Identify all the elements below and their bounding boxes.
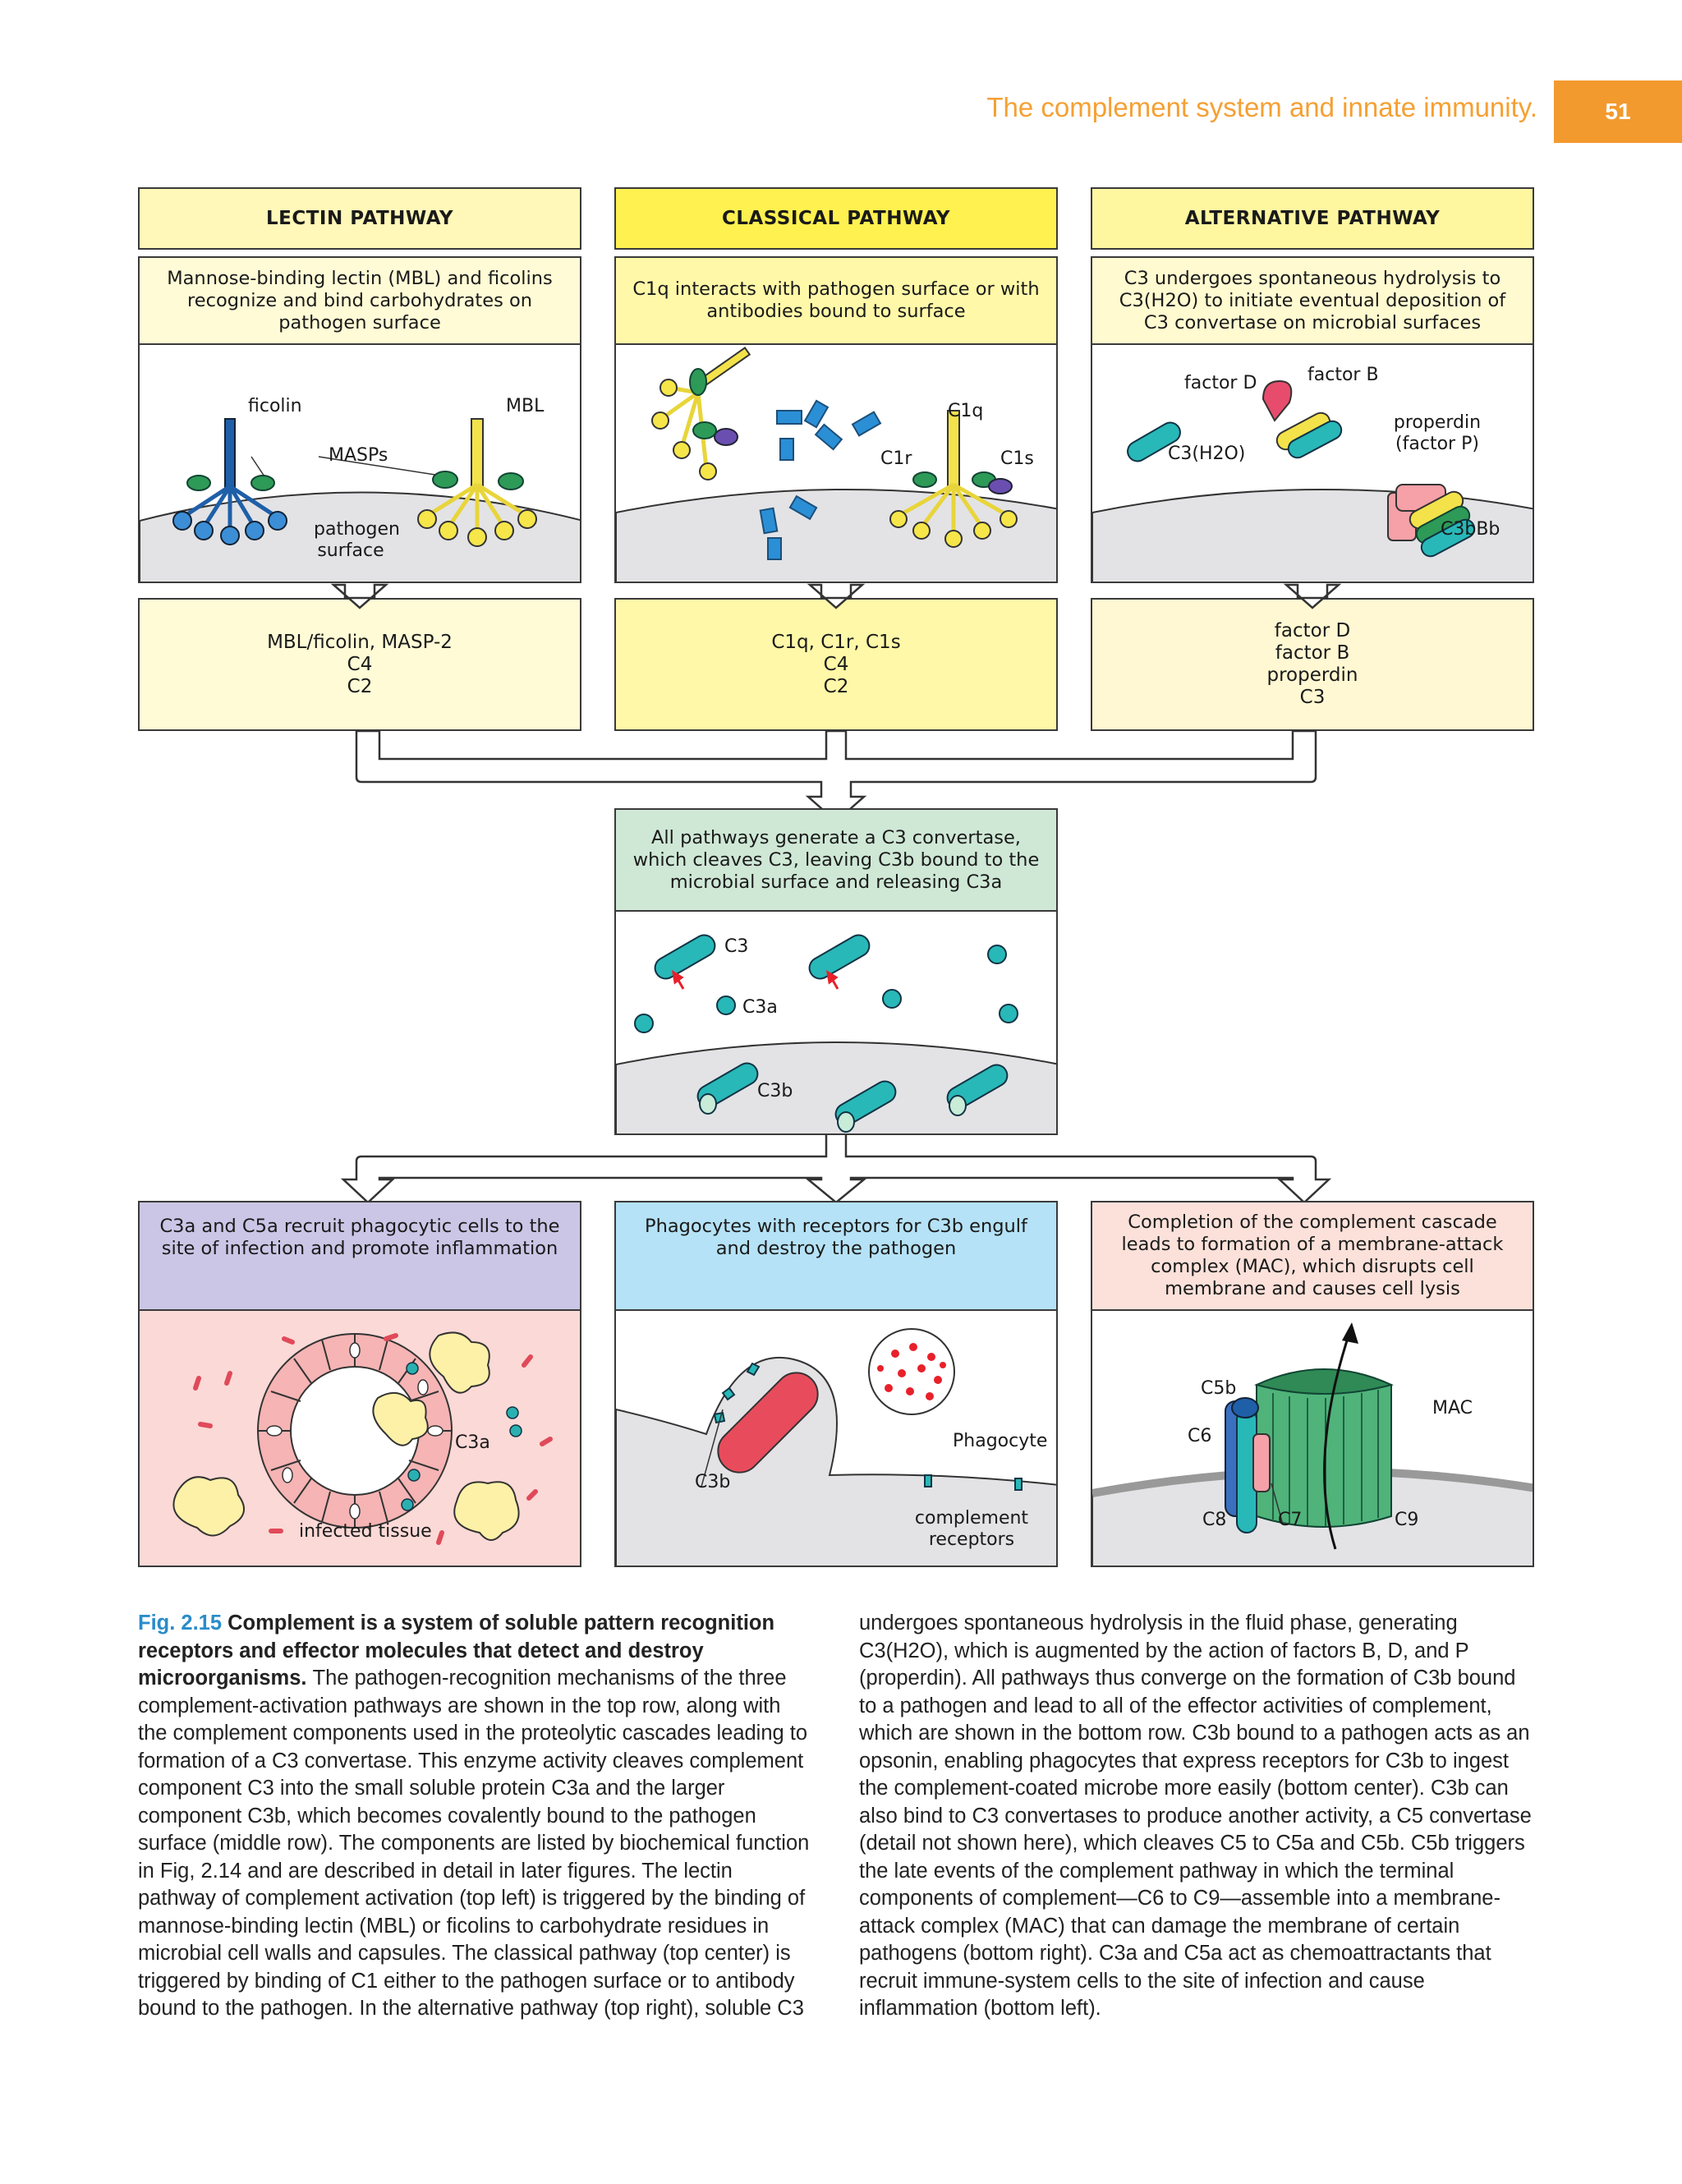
ficolin-molecule bbox=[172, 418, 287, 545]
bound-c1-complex bbox=[889, 410, 1018, 548]
alternative-components: factor D factor B properdin C3 bbox=[1091, 598, 1534, 731]
infected-tissue-ring bbox=[257, 1333, 453, 1529]
lectin-illustration: ficolin MBL MASPs pathogen surface bbox=[138, 343, 581, 583]
free-c1q-molecule bbox=[651, 347, 751, 480]
factor-d-shape bbox=[1262, 379, 1293, 422]
c1s-label: C1s bbox=[1000, 448, 1034, 469]
factor-b-shape bbox=[1275, 412, 1343, 459]
pathogen-bacterium bbox=[717, 1372, 819, 1474]
c3-label: C3 bbox=[724, 936, 749, 957]
complement-receptors-label: complement receptors bbox=[914, 1508, 1029, 1550]
classical-component-3: C2 bbox=[823, 675, 849, 697]
alternative-component-1: factor D bbox=[1274, 620, 1351, 641]
inflammation-description: C3a and C5a recruit phagocytic cells to … bbox=[138, 1201, 581, 1311]
alternative-component-2: factor B bbox=[1275, 642, 1350, 664]
mac-label: MAC bbox=[1432, 1398, 1473, 1418]
c3a-chemoattractant-label: C3a bbox=[455, 1432, 490, 1453]
convergence-illustration: C3 C3a C3b bbox=[614, 910, 1058, 1135]
phagocytosis-description: Phagocytes with receptors for C3b engulf… bbox=[614, 1201, 1058, 1311]
phagocyte-label: Phagocyte bbox=[953, 1431, 1048, 1451]
c3bbb-properdin-complex bbox=[1387, 484, 1476, 558]
c7-label: C7 bbox=[1278, 1510, 1303, 1530]
c9-label: C9 bbox=[1395, 1510, 1419, 1530]
c5b-label: C5b bbox=[1201, 1378, 1237, 1399]
mbl-label: MBL bbox=[506, 396, 545, 416]
c3a-label: C3a bbox=[742, 997, 778, 1018]
c1q-label: C1q bbox=[948, 401, 984, 421]
convergence-description: All pathways generate a C3 convertase, w… bbox=[614, 808, 1058, 912]
classical-component-2: C4 bbox=[823, 653, 849, 675]
alternative-pathway-description: C3 undergoes spontaneous hydrolysis to C… bbox=[1091, 256, 1534, 345]
running-header: The complement system and innate immunit… bbox=[986, 92, 1537, 122]
c7-shape bbox=[1252, 1433, 1271, 1492]
pathogen-surface-label: pathogen surface bbox=[314, 519, 400, 561]
c3h2o-molecule bbox=[1127, 421, 1181, 462]
infected-tissue-label: infected tissue bbox=[299, 1521, 432, 1542]
figure-label: Fig. 2.15 bbox=[138, 1612, 228, 1635]
page-number: 51 bbox=[1554, 80, 1682, 143]
inflammation-illustration: C3a infected tissue bbox=[138, 1309, 581, 1567]
mac-illustration: C5b C6 C8 C7 C9 MAC bbox=[1091, 1309, 1534, 1567]
mbl-molecule bbox=[417, 418, 537, 547]
c3h2o-label: C3(H2O) bbox=[1168, 444, 1246, 464]
alternative-component-4: C3 bbox=[1299, 687, 1326, 708]
c3b-opsonin-label: C3b bbox=[695, 1472, 731, 1492]
phagocytic-cells bbox=[172, 1331, 520, 1541]
factor-b-label: factor B bbox=[1307, 365, 1379, 385]
c6-label: C6 bbox=[1188, 1426, 1212, 1446]
c8-label: C8 bbox=[1202, 1510, 1227, 1530]
lectin-component-3: C2 bbox=[347, 675, 373, 697]
classical-component-1: C1q, C1r, C1s bbox=[771, 631, 901, 653]
lectin-components: MBL/ficolin, MASP-2 C4 C2 bbox=[138, 598, 581, 731]
lectin-pathway-title: LECTIN PATHWAY bbox=[138, 187, 581, 250]
figure-title: Complement is a system of soluble patter… bbox=[138, 1612, 775, 1690]
lectin-pathway-description: Mannose-binding lectin (MBL) and ficolin… bbox=[138, 256, 581, 345]
classical-pathway-title: CLASSICAL PATHWAY bbox=[614, 187, 1058, 250]
properdin-label: properdin (factor P) bbox=[1393, 412, 1482, 454]
factor-d-label: factor D bbox=[1184, 373, 1257, 393]
alternative-component-3: properdin bbox=[1266, 664, 1358, 686]
ficolin-label: ficolin bbox=[248, 396, 302, 416]
classical-pathway-description: C1q interacts with pathogen surface or w… bbox=[614, 256, 1058, 345]
phagocyte-granules bbox=[877, 1343, 946, 1400]
figure-caption-body: The pathogen-recognition mechanisms of t… bbox=[138, 1612, 1532, 2020]
figure-caption-left: Fig. 2.15 Complement is a system of solu… bbox=[138, 1610, 1534, 2070]
c3b-label: C3b bbox=[757, 1081, 793, 1101]
c3bbb-label: C3bBb bbox=[1441, 519, 1500, 540]
c5b-shape bbox=[1231, 1397, 1259, 1418]
phagocytosis-illustration: Phagocyte C3b complement receptors bbox=[614, 1309, 1058, 1567]
classical-components: C1q, C1r, C1s C4 C2 bbox=[614, 598, 1058, 731]
lectin-component-2: C4 bbox=[347, 653, 373, 675]
antibody-fragments bbox=[759, 399, 882, 560]
alternative-pathway-title: ALTERNATIVE PATHWAY bbox=[1091, 187, 1534, 250]
masps-label: MASPs bbox=[329, 445, 388, 466]
lectin-component-1: MBL/ficolin, MASP-2 bbox=[267, 631, 453, 653]
c1r-label: C1r bbox=[880, 448, 912, 469]
alternative-illustration: factor D factor B C3(H2O) properdin (fac… bbox=[1091, 343, 1534, 583]
mac-description: Completion of the complement cascade lea… bbox=[1091, 1201, 1534, 1311]
classical-illustration: C1q C1r C1s bbox=[614, 343, 1058, 583]
